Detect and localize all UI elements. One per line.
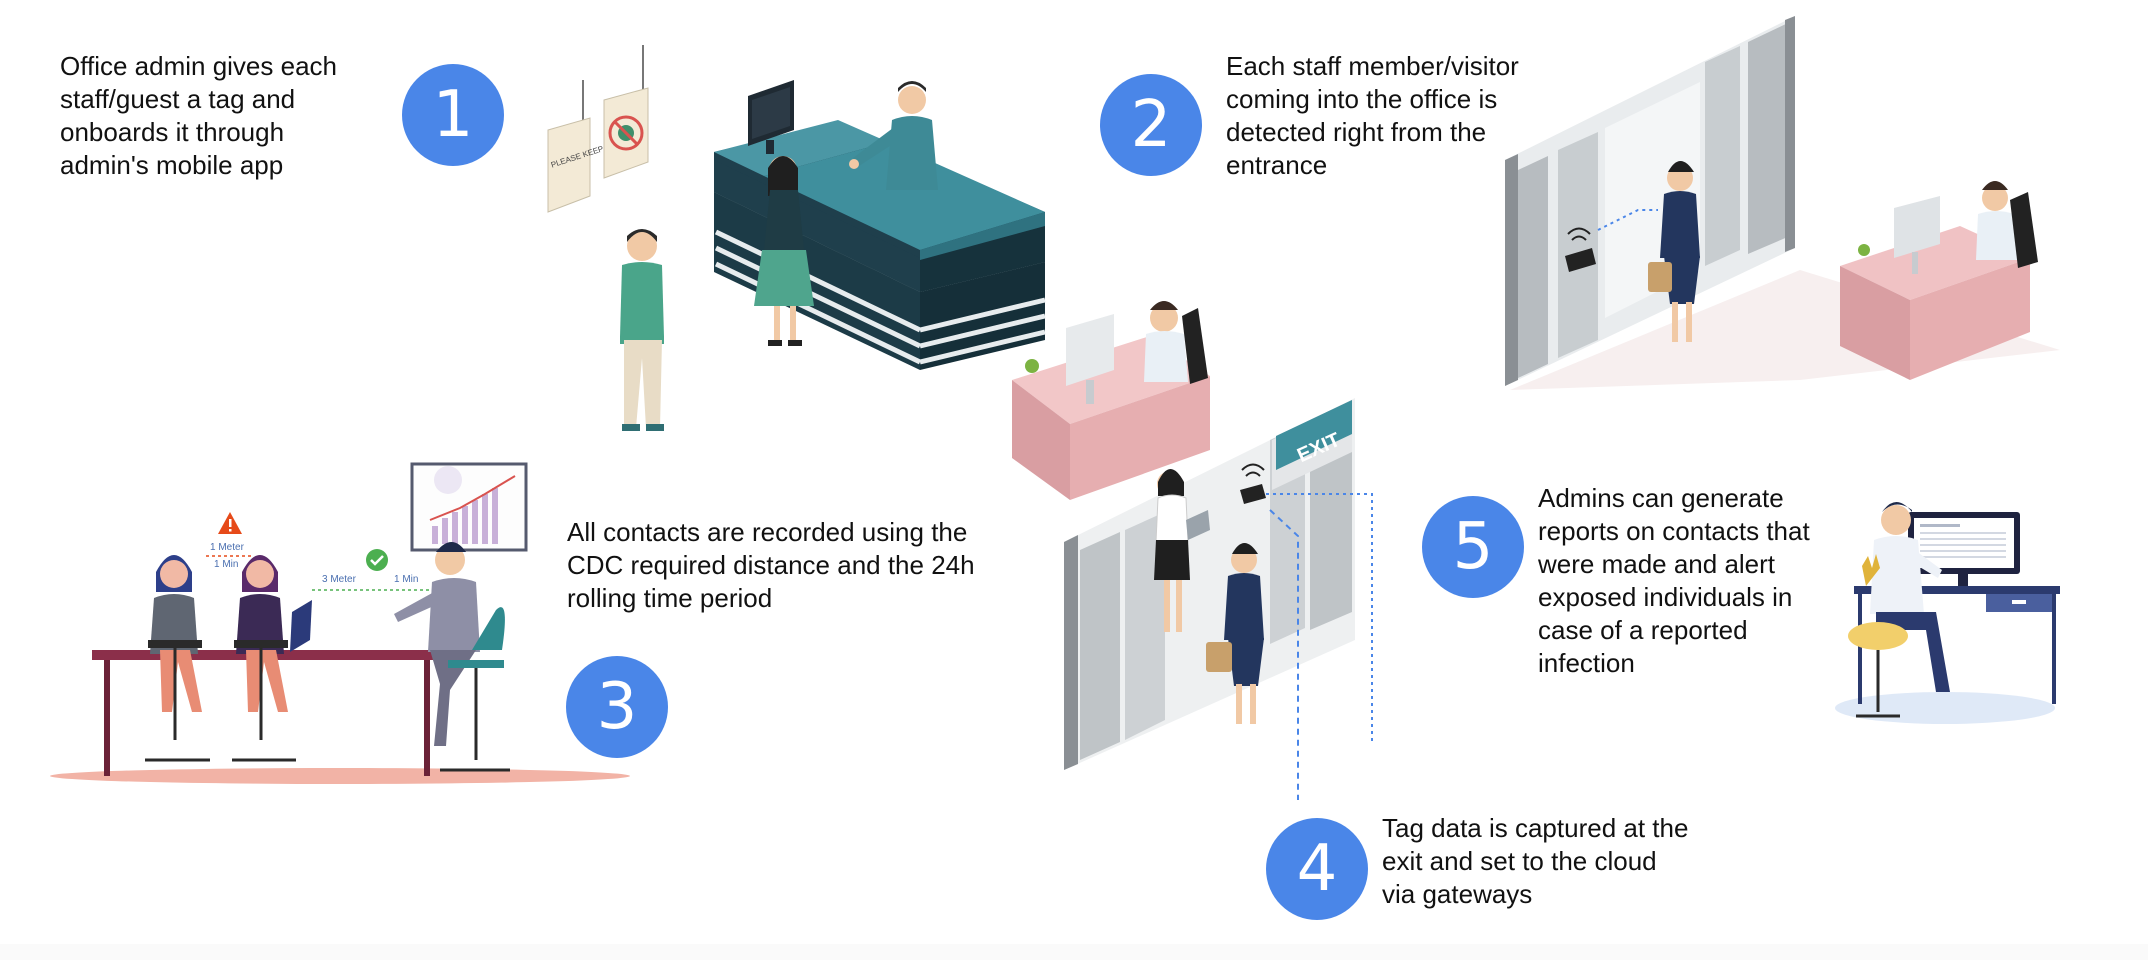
step-2-line: detected right from the	[1226, 117, 1487, 147]
reception-desk	[714, 80, 1046, 370]
step-5-line: case of a reported	[1538, 615, 1748, 645]
step-3-line: CDC required distance and the 24h	[567, 550, 975, 580]
report-monitor	[1908, 512, 2020, 586]
admin-desk	[1854, 586, 2060, 704]
warning-meter-label: 1 Meter	[210, 542, 245, 553]
entrance-scene	[1505, 16, 2060, 390]
step-1-line: staff/guest a tag and	[60, 84, 296, 114]
businesswoman-leaving-figure	[1206, 543, 1264, 724]
woman-with-laptop-figure	[1154, 469, 1210, 632]
exit-dashed-line-down	[1269, 509, 1299, 800]
step-5-line: infection	[1538, 648, 1635, 678]
step-5-number-badge: 5	[1422, 496, 1524, 598]
step-5-line: reports on contacts that	[1538, 516, 1810, 546]
check-icon	[366, 549, 388, 571]
exit-scene: EXIT	[1064, 398, 1373, 800]
desk-plant	[1862, 554, 1880, 586]
no-virus-sign	[603, 87, 649, 179]
exit-gateway-device	[1240, 463, 1266, 504]
step-3-description: All contacts are recorded using the CDC …	[567, 516, 975, 615]
woman-seated-left-figure	[145, 555, 210, 762]
ok-meter-label: 3 Meter	[322, 574, 357, 585]
step-5-description: Admins can generate reports on contacts …	[1538, 482, 1810, 680]
step-5-line: Admins can generate	[1538, 483, 1784, 513]
warning-min-label: 1 Min	[214, 559, 238, 570]
middle-office-desk	[1012, 301, 1210, 500]
step-5-line: exposed individuals in	[1538, 582, 1793, 612]
admin-person-figure	[1848, 502, 1950, 718]
step-3-line: rolling time period	[567, 583, 773, 613]
step-1-number-badge: 1	[402, 64, 504, 166]
step-3-line: All contacts are recorded using the	[567, 517, 968, 547]
waiting-man-figure	[620, 229, 664, 431]
meeting-scene: 1 Meter 1 Min 3 Meter 1 Min	[50, 462, 630, 784]
step-4-line: exit and set to the cloud	[1382, 846, 1657, 876]
step-4-description: Tag data is captured at the exit and set…	[1382, 812, 1688, 911]
step-3-number-badge: 3	[566, 656, 668, 758]
step-1-description: Office admin gives each staff/guest a ta…	[60, 50, 337, 182]
step-4-line: Tag data is captured at the	[1382, 813, 1689, 843]
step-1-line: Office admin gives each	[60, 51, 337, 81]
ok-min-label: 1 Min	[394, 574, 418, 585]
entering-woman-figure	[1648, 161, 1700, 342]
step-5-line: were made and alert	[1538, 549, 1776, 579]
wall-chart-board	[410, 462, 528, 552]
exit-dotted-line-right	[1266, 493, 1373, 742]
step-2-line: coming into the office is	[1226, 84, 1498, 114]
admin-report-scene	[1835, 502, 2060, 724]
step-2-line: Each staff member/visitor	[1226, 51, 1519, 81]
bottom-strip	[0, 944, 2148, 960]
reception-scene: PLEASE KEEP DISTANCE	[547, 45, 1046, 431]
warning-icon	[218, 512, 242, 534]
receptionist-figure	[849, 81, 938, 190]
visitor-woman-figure	[754, 156, 814, 346]
step-2-description: Each staff member/visitor coming into th…	[1226, 50, 1519, 182]
no-virus-icon	[608, 115, 644, 151]
front-desk-2	[1840, 181, 2038, 380]
woman-seated-middle-figure	[232, 555, 312, 762]
man-seated-right-figure	[394, 542, 510, 772]
gateway-device	[1565, 209, 1658, 272]
step-4-number-badge: 4	[1266, 818, 1368, 920]
step-1-line: onboards it through	[60, 117, 285, 147]
step-2-number-badge: 2	[1100, 74, 1202, 176]
step-2-line: entrance	[1226, 150, 1328, 180]
step-4-line: via gateways	[1382, 879, 1533, 909]
step-1-line: admin's mobile app	[60, 150, 284, 180]
